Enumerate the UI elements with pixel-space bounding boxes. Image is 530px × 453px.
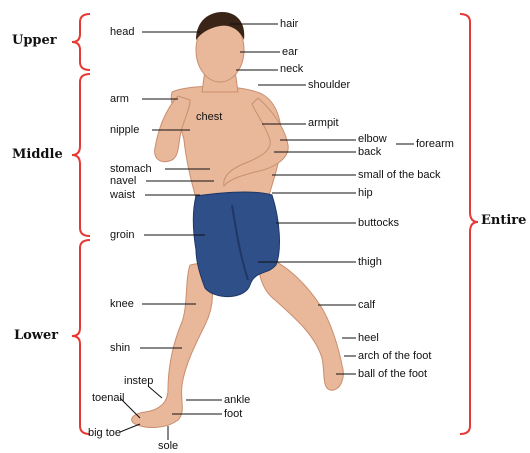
- bracket-entire: [460, 14, 478, 434]
- leader-instep: [148, 386, 162, 398]
- label-head: head: [110, 26, 134, 38]
- label-arch: arch of the foot: [358, 350, 431, 362]
- label-ankle: ankle: [224, 394, 250, 406]
- group-label-middle: Middle: [12, 147, 63, 162]
- bracket-lower: [72, 240, 90, 434]
- label-thigh: thigh: [358, 256, 382, 268]
- leader-big-toe: [120, 424, 140, 432]
- label-toenail: toenail: [92, 392, 124, 404]
- group-label-upper: Upper: [12, 33, 57, 48]
- label-calf: calf: [358, 299, 375, 311]
- label-knee: knee: [110, 298, 134, 310]
- label-stomach: stomach: [110, 163, 152, 175]
- label-buttocks: buttocks: [358, 217, 399, 229]
- bracket-middle: [72, 74, 90, 236]
- front-leg: [132, 262, 213, 427]
- label-navel: navel: [110, 175, 136, 187]
- label-arm: arm: [110, 93, 129, 105]
- label-elbow: elbow: [358, 133, 387, 145]
- label-forearm: forearm: [416, 138, 454, 150]
- label-heel: heel: [358, 332, 379, 344]
- bracket-upper: [72, 14, 90, 70]
- label-hair: hair: [280, 18, 298, 30]
- label-waist: waist: [110, 189, 135, 201]
- label-big-toe: big toe: [88, 427, 121, 439]
- label-foot: foot: [224, 408, 242, 420]
- group-label-entire: Entire: [481, 213, 526, 228]
- label-groin: groin: [110, 229, 134, 241]
- label-armpit: armpit: [308, 117, 339, 129]
- label-shin: shin: [110, 342, 130, 354]
- label-small-of-back: small of the back: [358, 169, 441, 181]
- label-neck: neck: [280, 63, 303, 75]
- label-chest: chest: [196, 111, 222, 123]
- label-back: back: [358, 146, 381, 158]
- back-leg: [259, 255, 343, 390]
- label-nipple: nipple: [110, 124, 139, 136]
- group-label-lower: Lower: [14, 328, 58, 343]
- label-ear: ear: [282, 46, 298, 58]
- label-hip: hip: [358, 187, 373, 199]
- label-shoulder: shoulder: [308, 79, 350, 91]
- label-ball: ball of the foot: [358, 368, 427, 380]
- label-instep: instep: [124, 375, 153, 387]
- label-sole: sole: [158, 440, 178, 452]
